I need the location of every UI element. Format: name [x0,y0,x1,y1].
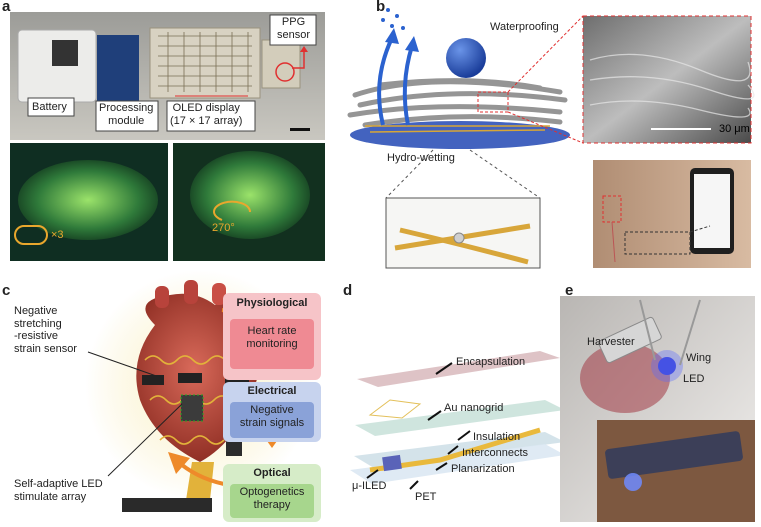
optical-box: Optical Optogenetics therapy [223,464,321,522]
physiological-title: Physiological [236,297,308,309]
interconnects-label: Interconnects [462,447,529,459]
ppg-sensor-label: PPG sensor [277,16,311,41]
cycle-arrowhead-bottom [168,452,190,474]
processing-module-label: Processing module [99,102,154,127]
panel-label-d: d [343,282,353,299]
planarization-label: Planarization [451,463,515,475]
insulation-label: Insulation [473,431,521,443]
encapsulation-label: Encapsulation [456,356,526,368]
fold-count-label: ×3 [51,229,64,241]
ppg-arrow [292,50,305,69]
battery-label: Battery [32,101,67,113]
panel-label-c: c [2,282,11,299]
led-array-label: Self-adaptive LED stimulate array [14,478,103,503]
ppg-arrow-head [300,46,308,52]
electrical-body: Negative strain signals [230,402,314,438]
wing-label: Wing [686,352,712,364]
pet-label: PET [415,491,437,503]
sem-scale-label: 30 μm [719,123,750,135]
battery-callout-box [27,97,75,117]
panel-label-a: a [2,0,11,15]
waterproofing-label: Waterproofing [490,21,559,33]
ppg-circle-marker [275,62,295,82]
micro-iled-label: μ-ILED [352,480,387,492]
panel-b-sem-image [582,15,755,144]
panel-a-photo-twisting [173,143,325,261]
panel-d-layer-stack [350,351,565,490]
strain-sensor-label: Negative stretching -resistive strain se… [14,305,77,355]
oled-callout-box [166,100,256,132]
panel-a-photo-folding [10,143,168,261]
harvester-label: Harvester [587,336,635,348]
electrical-box: Electrical Negative strain signals [223,382,321,442]
hydro-wetting-label: Hydro-wetting [387,152,455,164]
panel-label-b: b [376,0,386,15]
optical-body: Optogenetics therapy [230,484,314,518]
led-label: LED [683,373,705,385]
panel-label-e: e [565,282,574,299]
panel-b-junction-inset [385,149,541,269]
processing-callout-box [95,100,159,132]
physiological-box: Physiological Heart rate monitoring [223,293,321,380]
panel-b-schematic [347,8,584,149]
oled-display-label: OLED display (17 × 17 array) [170,102,243,127]
optical-title: Optical [253,467,291,479]
panel-e-photo [560,296,755,522]
au-nanogrid-label: Au nanogrid [444,402,504,414]
ribbon-leads [87,351,183,477]
ppg-callout-box [269,14,317,46]
physiological-body: Heart rate monitoring [230,319,314,369]
twist-angle-label: 270° [212,222,235,234]
panel-b-arm-photo [593,160,751,268]
electrical-title: Electrical [247,385,297,397]
oled-array-grid [158,32,252,92]
